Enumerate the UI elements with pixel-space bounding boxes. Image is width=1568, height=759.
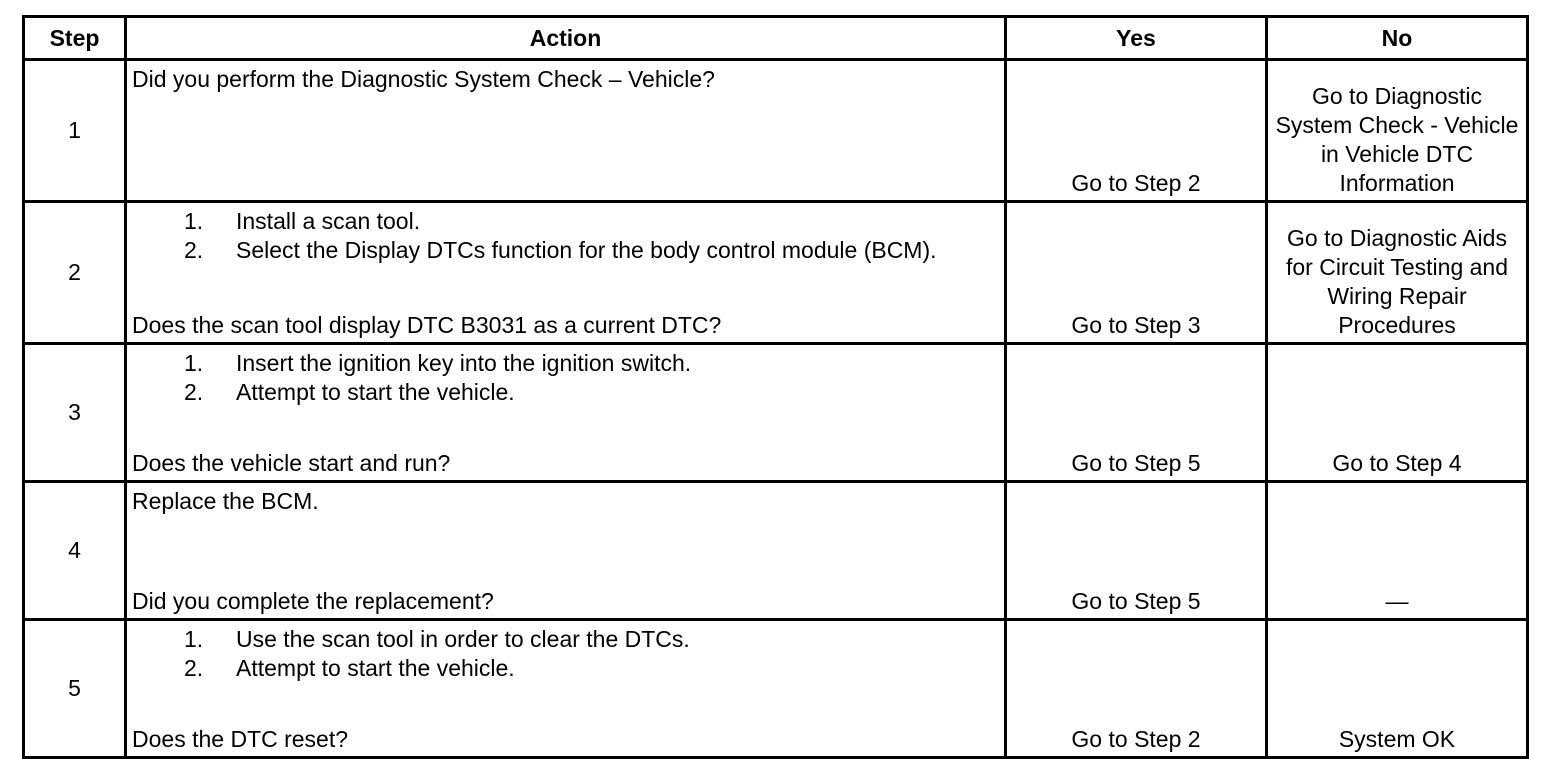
list-item-number: 1. bbox=[184, 208, 204, 234]
yes-cell: Go to Step 2 bbox=[1004, 618, 1268, 759]
no-cell: System OK bbox=[1265, 618, 1529, 759]
no-cell: — bbox=[1265, 480, 1529, 621]
yes-cell: Go to Step 3 bbox=[1004, 200, 1268, 345]
diagnostic-table: Step Action Yes No 1 Did you perform the… bbox=[22, 15, 1529, 759]
table-row: 2 1. Install a scan tool. 2. Select the … bbox=[22, 200, 1529, 345]
list-item: 2. Select the Display DTCs function for … bbox=[132, 236, 998, 265]
action-question: Does the vehicle start and run? bbox=[132, 450, 451, 476]
list-item: 1. Use the scan tool in order to clear t… bbox=[132, 625, 998, 654]
step-number: 5 bbox=[22, 618, 127, 759]
header-action: Action bbox=[124, 15, 1007, 61]
yes-cell: Go to Step 2 bbox=[1004, 58, 1268, 203]
list-item-number: 1. bbox=[184, 626, 204, 652]
no-cell: Go to Diagnostic System Check - Vehicle … bbox=[1265, 58, 1529, 203]
table-row: 5 1. Use the scan tool in order to clear… bbox=[22, 618, 1529, 759]
list-item-number: 2. bbox=[184, 379, 204, 405]
action-question: Did you complete the replacement? bbox=[132, 588, 494, 614]
header-row: Step Action Yes No bbox=[22, 15, 1529, 61]
action-text: Replace the BCM. bbox=[132, 488, 319, 514]
step-number: 3 bbox=[22, 342, 127, 483]
list-item-text: Attempt to start the vehicle. bbox=[236, 655, 515, 681]
header-yes: Yes bbox=[1004, 15, 1268, 61]
yes-cell: Go to Step 5 bbox=[1004, 342, 1268, 483]
list-item-number: 1. bbox=[184, 350, 204, 376]
action-list: 1. Install a scan tool. 2. Select the Di… bbox=[132, 207, 998, 265]
step-number: 4 bbox=[22, 480, 127, 621]
list-item-number: 2. bbox=[184, 655, 204, 681]
list-item: 2. Attempt to start the vehicle. bbox=[132, 654, 998, 683]
action-cell: 1. Install a scan tool. 2. Select the Di… bbox=[124, 200, 1007, 345]
action-cell: 1. Insert the ignition key into the igni… bbox=[124, 342, 1007, 483]
table-row: 1 Did you perform the Diagnostic System … bbox=[22, 58, 1529, 203]
action-list: 1. Insert the ignition key into the igni… bbox=[132, 349, 998, 407]
action-cell: Did you perform the Diagnostic System Ch… bbox=[124, 58, 1007, 203]
list-item-text: Use the scan tool in order to clear the … bbox=[236, 626, 690, 652]
list-item-text: Install a scan tool. bbox=[236, 208, 421, 234]
no-cell: Go to Step 4 bbox=[1265, 342, 1529, 483]
yes-cell: Go to Step 5 bbox=[1004, 480, 1268, 621]
list-item-text: Select the Display DTCs function for the… bbox=[236, 237, 937, 263]
action-question: Does the scan tool display DTC B3031 as … bbox=[132, 312, 722, 338]
action-cell: 1. Use the scan tool in order to clear t… bbox=[124, 618, 1007, 759]
action-text: Did you perform the Diagnostic System Ch… bbox=[132, 66, 715, 92]
list-item: 2. Attempt to start the vehicle. bbox=[132, 378, 998, 407]
header-no: No bbox=[1265, 15, 1529, 61]
action-list: 1. Use the scan tool in order to clear t… bbox=[132, 625, 998, 683]
table-row: 4 Replace the BCM. Did you complete the … bbox=[22, 480, 1529, 621]
no-cell: Go to Diagnostic Aids for Circuit Testin… bbox=[1265, 200, 1529, 345]
list-item-number: 2. bbox=[184, 237, 204, 263]
action-question: Does the DTC reset? bbox=[132, 726, 349, 752]
step-number: 2 bbox=[22, 200, 127, 345]
action-cell: Replace the BCM. Did you complete the re… bbox=[124, 480, 1007, 621]
table-row: 3 1. Insert the ignition key into the ig… bbox=[22, 342, 1529, 483]
step-number: 1 bbox=[22, 58, 127, 203]
list-item-text: Attempt to start the vehicle. bbox=[236, 379, 515, 405]
list-item: 1. Install a scan tool. bbox=[132, 207, 998, 236]
list-item-text: Insert the ignition key into the ignitio… bbox=[236, 350, 692, 376]
list-item: 1. Insert the ignition key into the igni… bbox=[132, 349, 998, 378]
header-step: Step bbox=[22, 15, 127, 61]
